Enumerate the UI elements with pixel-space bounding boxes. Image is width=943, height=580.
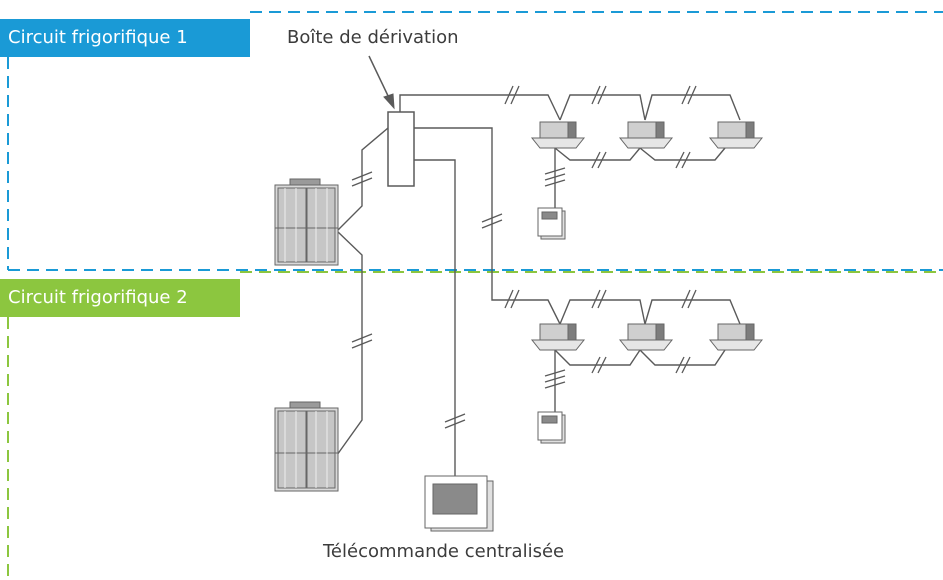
indoor-unit-2-3 bbox=[708, 323, 764, 351]
outdoor-unit-1 bbox=[274, 178, 339, 266]
indoor-unit-1-3 bbox=[708, 121, 764, 149]
junction-box-label: Boîte de dérivation bbox=[287, 27, 459, 48]
circuit-1-boundary bbox=[7, 11, 943, 271]
indoor-unit-1-1 bbox=[530, 121, 586, 149]
circuit-2-boundary bbox=[7, 271, 943, 580]
junction-box-arrow bbox=[368, 55, 395, 110]
indoor-unit-2-2 bbox=[618, 323, 674, 351]
circuit-2-label: Circuit frigorifique 2 bbox=[0, 279, 240, 317]
central-remote-label: Télécommande centralisée bbox=[323, 541, 565, 562]
indoor-unit-2-1 bbox=[530, 323, 586, 351]
central-remote-device bbox=[424, 475, 494, 532]
wiring bbox=[336, 94, 741, 478]
junction-box bbox=[387, 111, 415, 187]
outdoor-unit-2 bbox=[274, 401, 339, 492]
wall-remote-2 bbox=[537, 411, 566, 444]
wall-remote-1 bbox=[537, 207, 566, 240]
indoor-unit-1-2 bbox=[618, 121, 674, 149]
cable-hash-marks bbox=[351, 85, 697, 429]
circuit-1-label: Circuit frigorifique 1 bbox=[0, 19, 250, 57]
